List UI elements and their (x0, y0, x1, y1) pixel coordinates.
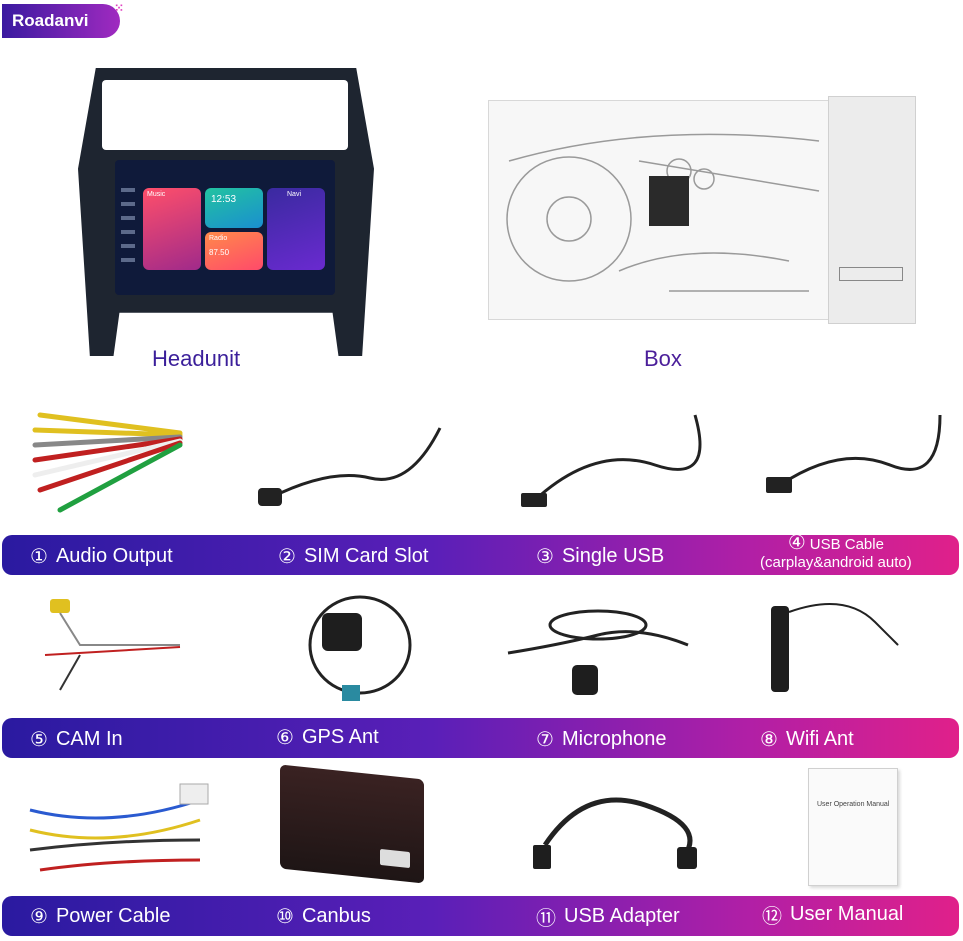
sim-card-cable-image (258, 427, 442, 506)
item-label: Microphone (561, 728, 667, 750)
item-sim-card-slot-label: ② SIM Card Slot (278, 545, 428, 568)
certification-marks (839, 267, 903, 281)
number-badge: ⑪ (536, 908, 556, 930)
packaging-box-front (488, 100, 830, 320)
headunit-frame-opening (102, 80, 348, 150)
gps-antenna-image (308, 595, 412, 701)
number-badge: ⑨ (30, 906, 48, 928)
number-badge: ⑩ (276, 906, 294, 928)
item-usb-adapter-label: ⑪ USB Adapter (536, 905, 680, 930)
item-canbus-label: ⑩ Canbus (276, 905, 371, 928)
navi-tile (267, 188, 325, 270)
number-badge: ④ (787, 532, 806, 554)
number-badge: ⑫ (762, 906, 782, 928)
item-microphone-label: ⑦ Microphone (536, 728, 666, 751)
number-badge: ⑤ (30, 729, 48, 751)
cam-in-cable-image (44, 599, 181, 691)
navi-tile-label: Navi (287, 191, 302, 198)
music-tile (143, 188, 201, 270)
radio-frequency: 87.50 (209, 248, 230, 257)
user-manual-image: User Operation Manual (808, 768, 898, 886)
item-wifi-ant-label: ⑧ Wifi Ant (760, 728, 854, 751)
item-label: GPS Ant (301, 726, 379, 748)
dashboard-sketch-icon (506, 133, 820, 292)
manual-cover-title: User Operation Manual (817, 801, 890, 808)
power-cable-image (29, 783, 209, 872)
usb-adapter-image (533, 797, 697, 869)
number-badge: ③ (536, 546, 554, 568)
item-label: USB Adapter (564, 905, 680, 927)
clock-time: 12:53 (211, 194, 237, 205)
audio-output-cable-image (32, 412, 183, 513)
number-badge: ② (278, 546, 296, 568)
item-label: Power Cable (55, 905, 171, 927)
item-label: Canbus (301, 905, 371, 927)
number-badge: ① (30, 546, 48, 568)
headunit-title: Headunit (152, 346, 241, 371)
headunit-screen: Music 12:53 Radio 87.50 Navi (115, 160, 335, 295)
canbus-box-image (280, 764, 424, 884)
music-tile-label: Music (147, 191, 166, 198)
number-badge: ⑦ (536, 729, 554, 751)
item-label: Audio Output (55, 545, 173, 567)
number-badge: ⑧ (760, 729, 778, 751)
spark-icon: ⁙ (113, 1, 124, 15)
item-label: Wifi Ant (785, 728, 854, 750)
box-title: Box (644, 346, 682, 371)
item-gps-ant-label: ⑥ GPS Ant (276, 726, 379, 749)
item-label: CAM In (55, 728, 123, 750)
label-bar-row-2 (2, 718, 959, 758)
microphone-image (507, 609, 689, 695)
number-badge: ⑥ (276, 727, 294, 749)
wifi-antenna-image (771, 603, 899, 692)
usb-carplay-cable-image (766, 414, 942, 493)
connector-port (380, 848, 410, 869)
item-label: User Manual (790, 903, 904, 925)
item-audio-output-label: ① Audio Output (30, 545, 173, 568)
clock-tile (205, 188, 263, 228)
brand-name: Roadanvi (12, 11, 89, 30)
single-usb-cable-image (521, 414, 702, 507)
item-single-usb-label: ③ Single USB (536, 545, 664, 568)
item-label: Single USB (561, 545, 665, 567)
item-sublabel: (carplay&android auto) (760, 554, 912, 571)
item-power-cable-label: ⑨ Power Cable (30, 905, 170, 928)
label-bar-row-1 (2, 535, 959, 575)
packaging-box-side (828, 96, 916, 324)
brand-logo: Roadanvi ⁙ (2, 1, 124, 38)
screen-sidebar-icons (121, 188, 135, 270)
item-label: SIM Card Slot (303, 545, 429, 567)
item-cam-in-label: ⑤ CAM In (30, 728, 123, 751)
item-user-manual-label: ⑫ User Manual (762, 903, 904, 928)
label-bar-row-3 (2, 896, 959, 936)
radio-tile (205, 232, 263, 270)
item-label: USB Cable (809, 536, 884, 553)
radio-tile-label: Radio (209, 235, 228, 242)
